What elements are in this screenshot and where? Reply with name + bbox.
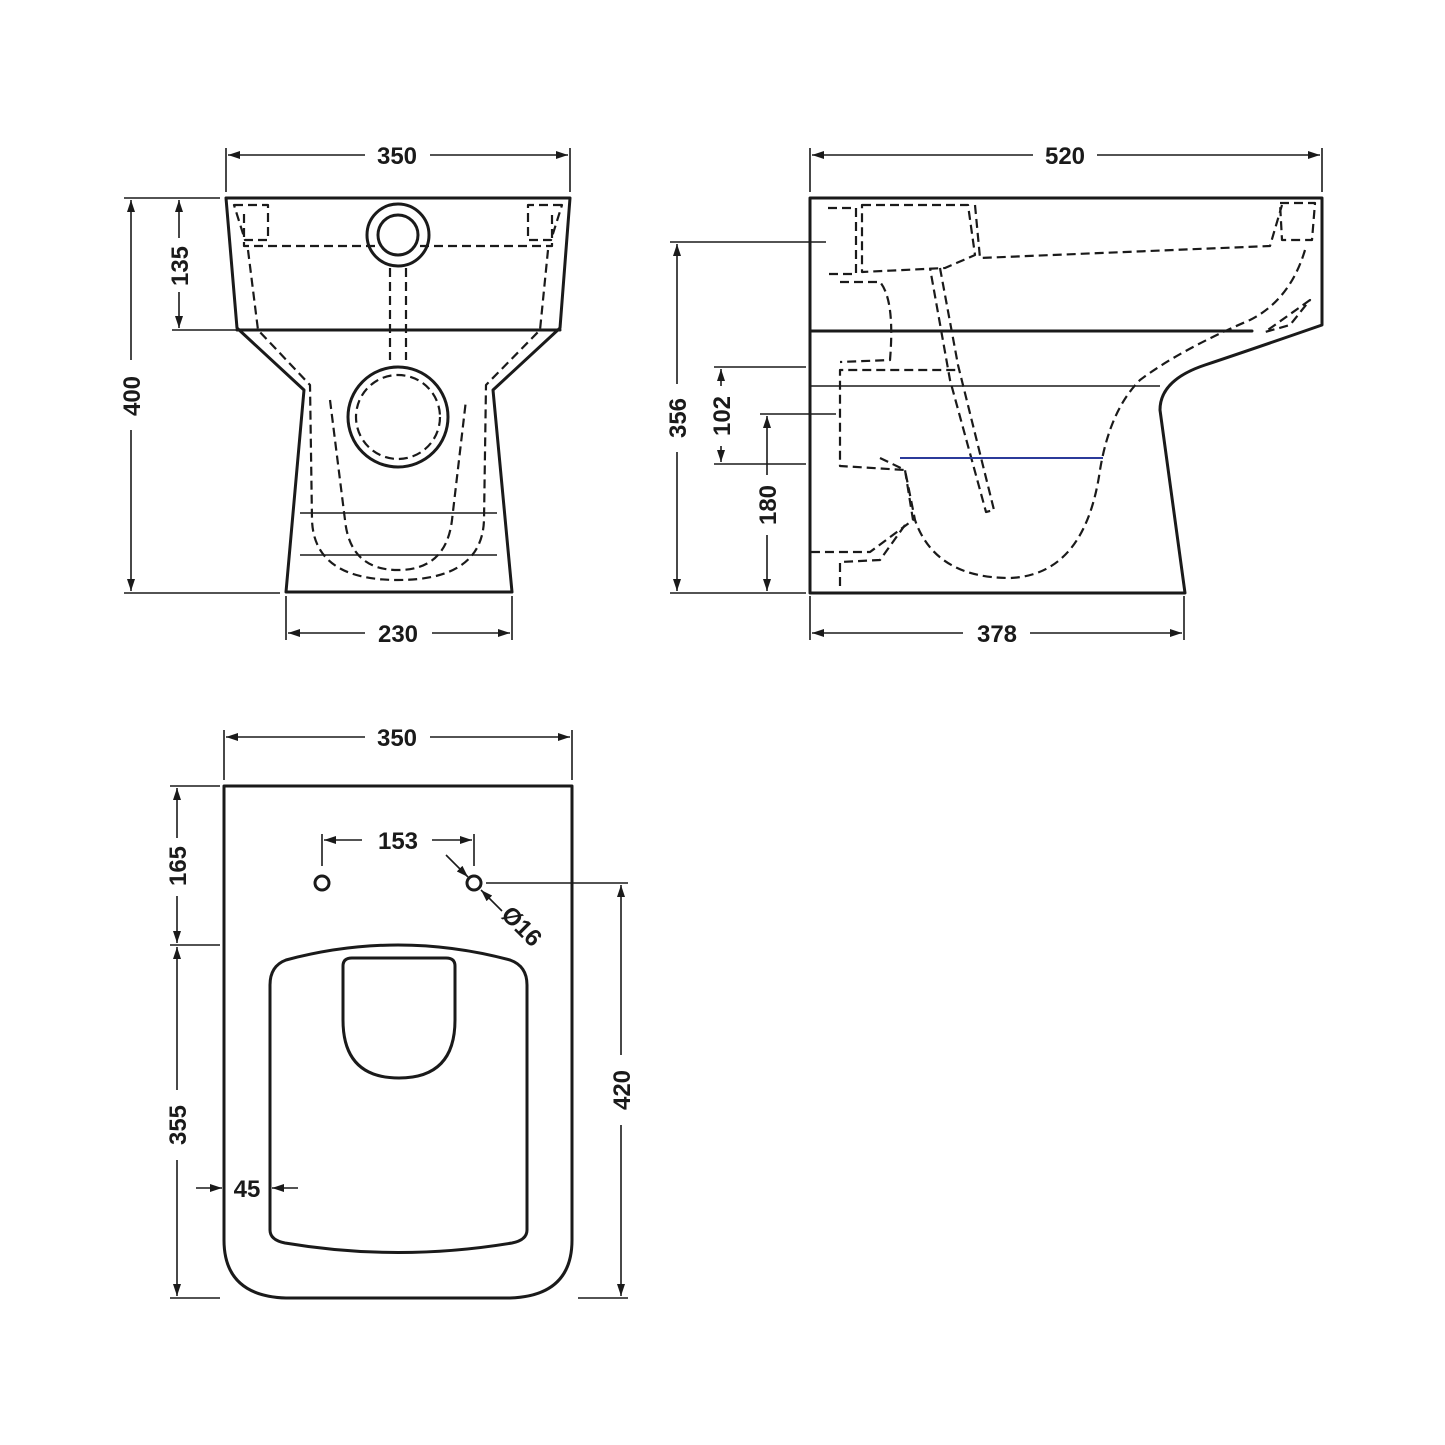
side-view: 520 378 356 102 180 (665, 143, 1324, 648)
front-inner-hidden (328, 399, 468, 572)
dim-plan-fixing-diameter: Ø16 (496, 901, 547, 952)
dim-front-height-total: 400 (119, 376, 146, 416)
dim-plan-width: 350 (377, 725, 417, 752)
dim-plan-fixing-spacing: 153 (378, 828, 418, 855)
leader-line (445, 854, 469, 878)
inlet-circle (365, 202, 431, 268)
side-outline (808, 196, 1324, 595)
front-outline (224, 196, 572, 594)
trapway-hidden (928, 267, 996, 514)
dim-plan-fixing-to-back: 165 (165, 846, 192, 886)
dim-front-inlet-height: 135 (167, 246, 194, 286)
dim-plan-fixing-to-front: 420 (609, 1070, 636, 1110)
outlet-circle (354, 373, 442, 461)
side-inner-hidden (810, 457, 915, 554)
seat-opening (341, 956, 457, 1080)
side-inner-hidden (973, 204, 1284, 260)
dim-side-depth-base: 378 (977, 621, 1017, 648)
dim-plan-side-offset: 45 (234, 1176, 261, 1203)
side-inner-hidden (1278, 201, 1317, 242)
dim-side-height-inlet: 356 (665, 398, 692, 438)
dim-front-width-base: 230 (378, 621, 418, 648)
dim-side-outlet-span: 102 (709, 396, 736, 436)
side-inner-hidden (839, 280, 893, 364)
outlet-circle (346, 365, 450, 469)
front-inner-hidden (246, 249, 550, 582)
plan-view: 350 153 Ø16 420 165 355 45 (165, 725, 636, 1300)
side-inner-hidden (828, 203, 977, 276)
dim-side-depth-total: 520 (1045, 143, 1085, 170)
front-view: 350 230 400 135 (119, 143, 572, 648)
dim-side-outlet-height: 180 (755, 485, 782, 525)
inlet-circle (376, 213, 420, 257)
fixing-hole-right (465, 874, 483, 892)
front-inner-hidden (232, 203, 270, 242)
plan-outline (222, 784, 574, 1300)
side-inner-hidden (838, 249, 1307, 580)
dim-plan-seat-length: 355 (165, 1105, 192, 1145)
dim-front-width-top: 350 (377, 143, 417, 170)
seat-outline (268, 943, 529, 1254)
side-inner-hidden (838, 524, 906, 590)
leader-line (480, 889, 503, 912)
front-inner-hidden (242, 214, 554, 248)
fixing-hole-left (313, 874, 331, 892)
front-inner-hidden (526, 203, 564, 242)
